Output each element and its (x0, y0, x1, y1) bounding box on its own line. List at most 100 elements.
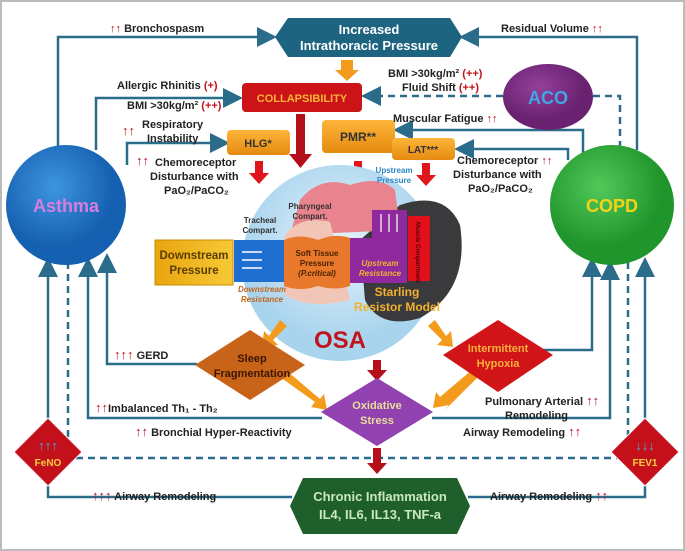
tracheal-label-2: Compart. (242, 226, 277, 235)
soft-tissue-box (284, 235, 350, 289)
th-label: ↑↑Imbalanced Th₁ - Th₂ (95, 400, 218, 415)
pmr-label: PMR** (340, 130, 376, 144)
downstream-pressure-label-2: Pressure (169, 265, 218, 277)
flow-arrows-icon (242, 251, 262, 269)
sleep-fragmentation-node (195, 330, 305, 400)
downstream-resistance-label-2: Resistance (241, 295, 284, 304)
inflammation-label-2: IL4, IL6, IL13, TNF-a (319, 507, 442, 522)
pulmonary-label-1: Pulmonary Arterial ↑↑ (485, 393, 599, 408)
downstream-pressure-label-1: Downstream (159, 250, 228, 262)
upstream-pressure-label-1: Upstream (376, 166, 413, 175)
bronchospasm-label: ↑↑ Bronchospasm (110, 23, 204, 35)
oxidative-stress-node (321, 378, 433, 446)
intrathoracic-title-1: Increased (339, 22, 400, 37)
arrow-down-icon (416, 163, 436, 186)
pharyngeal-label-2: Compart. (292, 212, 327, 221)
chemo-right-label-3: PaO₂/PaCO₂ (468, 183, 533, 195)
intrathoracic-pressure-node (275, 18, 462, 57)
hlg-node (227, 130, 290, 155)
upstream-compartment (350, 238, 407, 283)
arrow-down-icon (296, 114, 305, 156)
lat-node (392, 138, 455, 160)
chronic-inflammation-node (290, 478, 470, 534)
collapsibility-label: COLLAPSIBILITY (257, 93, 348, 105)
soft-tissue-label-1: Soft Tissue (296, 249, 340, 258)
soft-tissue-label-3: (P.critical) (298, 269, 336, 278)
chemo-right-label-2: Disturbance with (453, 169, 542, 181)
arrow-icon (428, 320, 453, 347)
arrow-icon (433, 369, 480, 410)
pharyngeal-label-1: Pharyngeal (288, 202, 331, 211)
arrow-down-icon (249, 161, 269, 184)
downstream-pressure-box (154, 239, 234, 286)
downstream-resistance-label-1: Downstream (238, 285, 286, 294)
copd-node (550, 145, 674, 265)
arrow-down-icon (289, 154, 312, 168)
hypoxia-label-1: Intermittent (468, 343, 529, 355)
copd-label: COPD (586, 196, 638, 216)
asthma-node (6, 145, 126, 265)
tracheal-label-1: Tracheal (244, 216, 276, 225)
chemo-right-label-1: Chemoreceptor ↑↑ (457, 155, 552, 167)
aco-label: ACO (528, 88, 568, 108)
intrathoracic-title-2: Intrathoracic Pressure (300, 38, 438, 53)
osa-label: OSA (314, 327, 366, 354)
pulmonary-label-2: Remodeling (505, 410, 568, 422)
feno-label: FeNO (35, 458, 62, 469)
chemo-left-label-1: Chemoreceptor (155, 157, 237, 169)
chemo-left-label-2: Disturbance with (150, 171, 239, 183)
arrow-down-icon (335, 60, 359, 81)
upstream-resistance-label-1: Upstream (362, 259, 399, 268)
airway-remodeling-left-label: ↑↑↑ Airway Remodeling (92, 488, 216, 503)
fev1-arrows-icon: ↓↓↓ (635, 438, 655, 453)
bmi-left-label: BMI >30kg/m² (++) (127, 100, 222, 112)
arrow-down-icon (367, 448, 387, 474)
fluid-shift-label: Fluid Shift (++) (402, 82, 479, 94)
bmi-right-label: BMI >30kg/m² (++) (388, 68, 483, 80)
pmr-node (322, 120, 395, 153)
chemo-left-label-3: PaO₂/PaCO₂ (164, 185, 229, 197)
respiratory-label-1: Respiratory (142, 119, 204, 131)
upstream-resistance-label-2: Resistance (359, 269, 402, 278)
arrow-icon (280, 371, 327, 410)
muscle-compartment-label: Muscle Compartment (414, 222, 420, 283)
starling-label-2: Resistor Model (354, 300, 440, 314)
inflammation-label-1: Chronic Inflammation (313, 489, 447, 504)
feno-arrows-icon: ↑↑↑ (38, 438, 58, 453)
bronchial-hyper-reactivity-label: ↑↑ Bronchial Hyper-Reactivity (135, 424, 293, 439)
respiratory-arrows-icon: ↑↑ (122, 123, 135, 138)
collapsibility-node (242, 83, 362, 112)
intermittent-hypoxia-node (443, 320, 553, 392)
muscular-fatigue-label: Muscular Fatigue ↑↑ (393, 113, 498, 125)
tracheal-compartment (234, 240, 286, 282)
chemo-left-arrows-icon: ↑↑ (136, 153, 149, 168)
osa-arrows (262, 320, 480, 410)
asthma-label: Asthma (33, 196, 100, 216)
fev1-node (610, 417, 680, 487)
hypoxia-label-2: Hypoxia (477, 358, 521, 370)
sleep-frag-label-2: Fragmentation (214, 368, 291, 380)
pressure-arrows-icon (380, 214, 398, 232)
airway-remodeling-mid-label: Airway Remodeling ↑↑ (463, 424, 581, 439)
residual-volume-label: Residual Volume ↑↑ (501, 23, 603, 35)
gerd-label: ↑↑↑ GERD (114, 347, 168, 362)
sleep-frag-label-1: Sleep (237, 353, 267, 365)
lat-label: LAT*** (408, 145, 438, 156)
respiratory-label-2: Instability (147, 133, 199, 145)
feno-node (13, 417, 83, 487)
oxidative-label-1: Oxidative (352, 400, 402, 412)
arrow-icon (262, 320, 287, 347)
aco-node (503, 64, 593, 130)
oxidative-label-2: Stress (360, 415, 394, 427)
arrow-down-icon (367, 360, 387, 381)
starling-label-1: Starling (375, 285, 420, 299)
upstream-pressure-label-2: Pressure (377, 176, 412, 185)
airway-remodeling-right-label: Airway Remodeling ↑↑ (490, 488, 608, 503)
soft-tissue-label-2: Pressure (300, 259, 335, 268)
muscle-compartment (408, 216, 430, 281)
fev1-label: FEV1 (632, 458, 657, 469)
hlg-label: HLG* (244, 138, 272, 150)
allergic-rhinitis-label: Allergic Rhinitis (+) (117, 80, 218, 92)
